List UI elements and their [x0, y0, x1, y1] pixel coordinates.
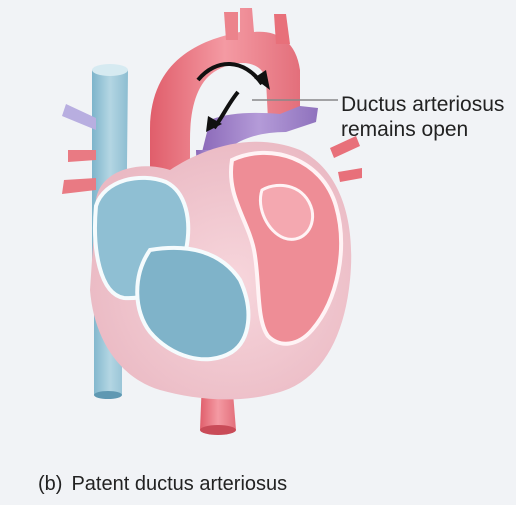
callout-label: Ductus arteriosus remains open — [341, 92, 504, 142]
caption-prefix: (b) — [38, 473, 62, 495]
caption-text: Patent ductus arteriosus — [71, 473, 287, 495]
callout-line-2: remains open — [341, 117, 504, 142]
callout-line-1: Ductus arteriosus — [341, 92, 504, 117]
figure-caption: (b) Patent ductus arteriosus — [38, 473, 287, 496]
left-blue-branch — [62, 104, 96, 130]
